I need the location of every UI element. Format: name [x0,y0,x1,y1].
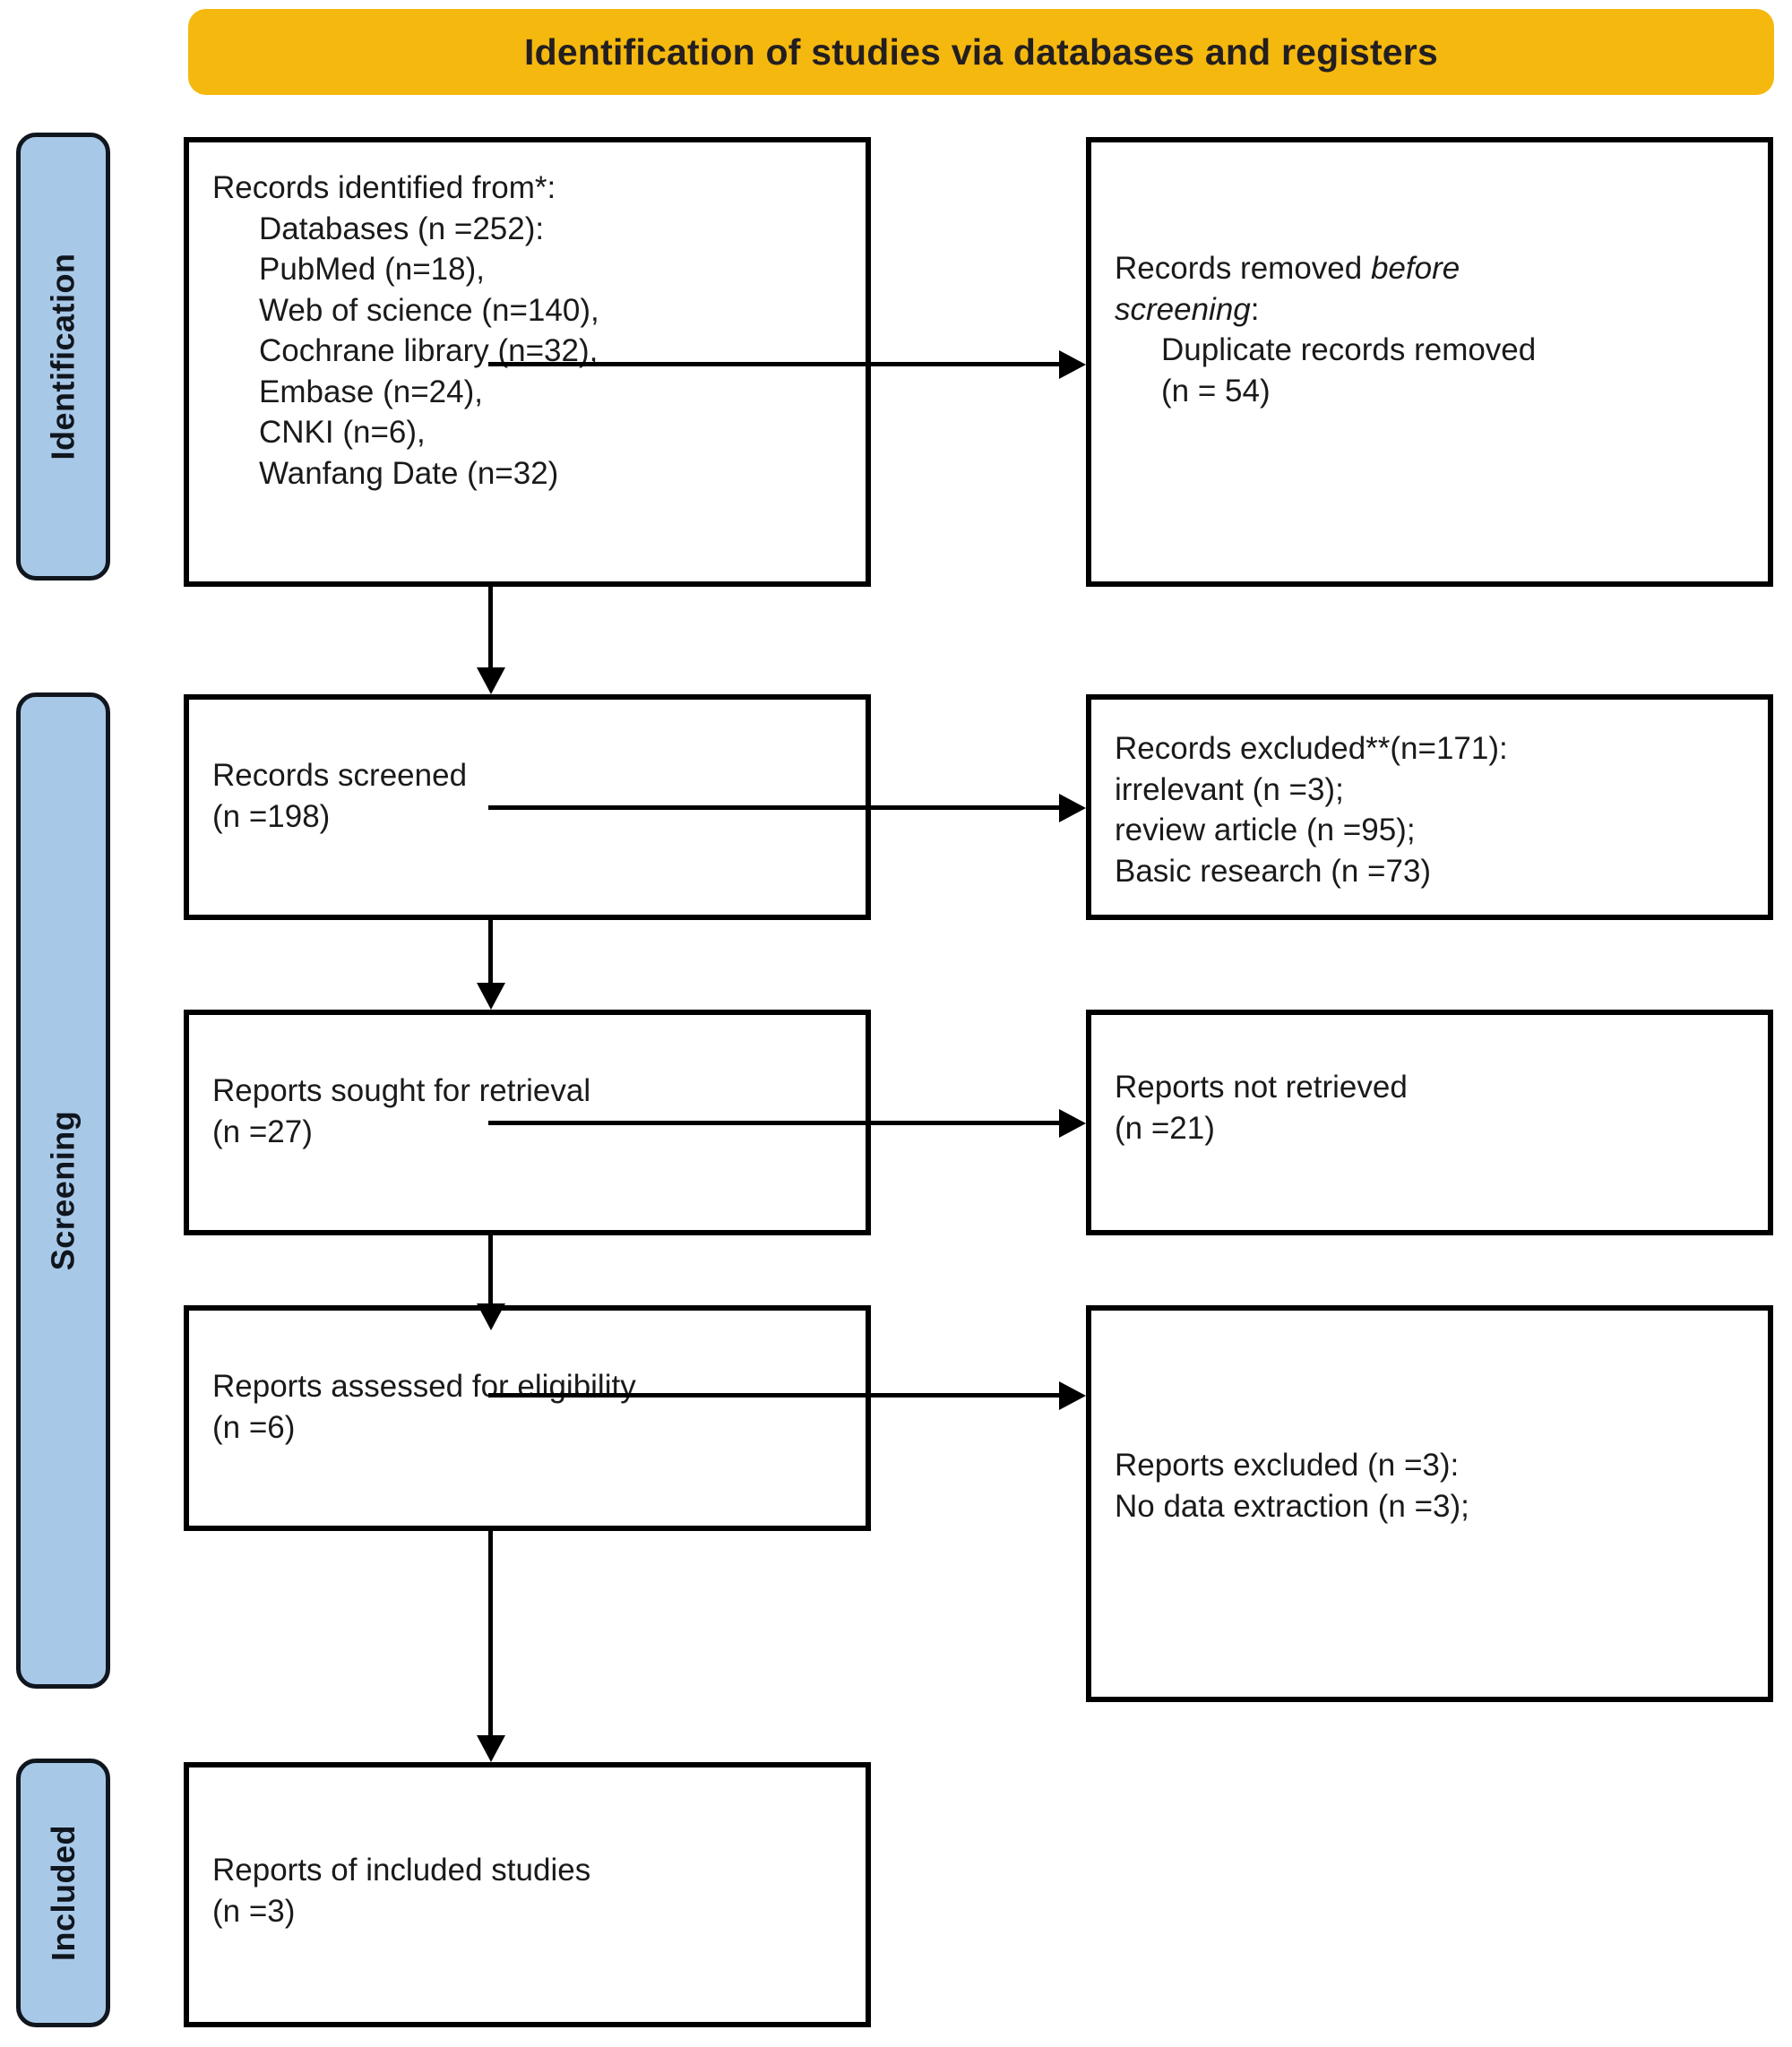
reports-included-line-2: (n =3) [212,1893,296,1929]
records-removed-emphasis-before: before [1370,251,1460,286]
records-removed-emphasis-screening: screening [1115,291,1251,327]
box-reports-included: Reports of included studies (n =3) [184,1762,871,2027]
box-reports-not-retrieved-text: Reports not retrieved (n =21) [1091,1067,1768,1148]
records-removed-line-1-prefix: Records removed [1115,251,1371,286]
records-excluded-line-3: review article (n =95); [1115,813,1416,847]
box-reports-excluded: Reports excluded (n =3): No data extract… [1086,1305,1773,1702]
arrow-sought-to-not-retrieved [488,1109,1086,1138]
records-identified-line-4: Web of science (n=140), [259,292,599,328]
records-removed-line-4: (n = 54) [1161,373,1271,409]
records-removed-line-3: Duplicate records removed [1161,332,1537,367]
records-removed-line-2: screening: [1115,289,1768,331]
records-identified-line-3: PubMed (n=18), [259,252,485,287]
box-reports-assessed-text: Reports assessed for eligibility (n =6) [189,1366,866,1448]
box-records-excluded-text: Records excluded**(n=171): irrelevant (n… [1091,728,1768,891]
reports-assessed-line-1: Reports assessed for eligibility [212,1369,636,1404]
records-screened-line-2: (n =198) [212,798,331,834]
banner-title: Identification of studies via databases … [524,30,1438,73]
box-reports-not-retrieved: Reports not retrieved (n =21) [1086,1010,1773,1235]
arrow-assessed-to-reports-excluded [488,1381,1086,1410]
arrow-sought-to-assessed [477,1235,505,1330]
phase-label-screening: Screening [16,692,110,1689]
box-reports-excluded-text: Reports excluded (n =3): No data extract… [1091,1445,1768,1527]
box-records-removed: Records removed before screening: Duplic… [1086,137,1773,587]
box-reports-assessed: Reports assessed for eligibility (n =6) [184,1305,871,1531]
phase-label-screening-text: Screening [44,1110,82,1271]
records-identified-line-6: Embase (n=24), [259,374,483,409]
reports-included-line-1: Reports of included studies [212,1853,591,1888]
records-identified-line-7: CNKI (n=6), [259,415,426,450]
box-records-excluded: Records excluded**(n=171): irrelevant (n… [1086,694,1773,920]
arrow-screened-to-sought [477,920,505,1010]
phase-label-identification: Identification [16,133,110,581]
phase-label-included: Included [16,1759,110,2027]
records-removed-line-2-suffix: : [1250,291,1260,327]
box-records-identified-text: Records identified from*: Databases (n =… [189,168,866,494]
phase-label-included-text: Included [44,1824,82,1962]
records-removed-line-1: Records removed before [1115,248,1768,289]
reports-not-retrieved-line-1: Reports not retrieved [1115,1070,1408,1105]
arrow-identified-to-screened [477,587,505,694]
arrow-assessed-to-included [477,1531,505,1764]
records-identified-line-2: Databases (n =252): [259,211,545,246]
box-reports-included-text: Reports of included studies (n =3) [189,1850,866,1931]
box-records-screened-text: Records screened (n =198) [189,755,866,837]
header-banner: Identification of studies via databases … [188,9,1774,95]
box-reports-sought-text: Reports sought for retrieval (n =27) [189,1071,866,1152]
reports-assessed-line-2: (n =6) [212,1409,296,1445]
phase-label-identification-text: Identification [44,253,82,460]
arrow-screened-to-records-excluded [488,794,1086,822]
records-screened-line-1: Records screened [212,758,468,793]
records-excluded-line-1: Records excluded**(n=171): [1115,731,1508,766]
reports-sought-line-2: (n =27) [212,1114,313,1149]
records-identified-line-1: Records identified from*: [212,170,556,205]
reports-excluded-line-2: No data extraction (n =3); [1115,1488,1469,1524]
reports-sought-line-1: Reports sought for retrieval [212,1073,591,1108]
arrow-identified-to-removed [488,350,1086,379]
records-excluded-line-4: Basic research (n =73) [1115,853,1432,889]
box-records-removed-text: Records removed before screening: Duplic… [1091,248,1768,411]
records-identified-line-8: Wanfang Date (n=32) [259,455,559,491]
reports-excluded-line-1: Reports excluded (n =3): [1115,1448,1460,1483]
reports-not-retrieved-line-2: (n =21) [1115,1110,1215,1146]
records-excluded-line-2: irrelevant (n =3); [1115,771,1344,807]
